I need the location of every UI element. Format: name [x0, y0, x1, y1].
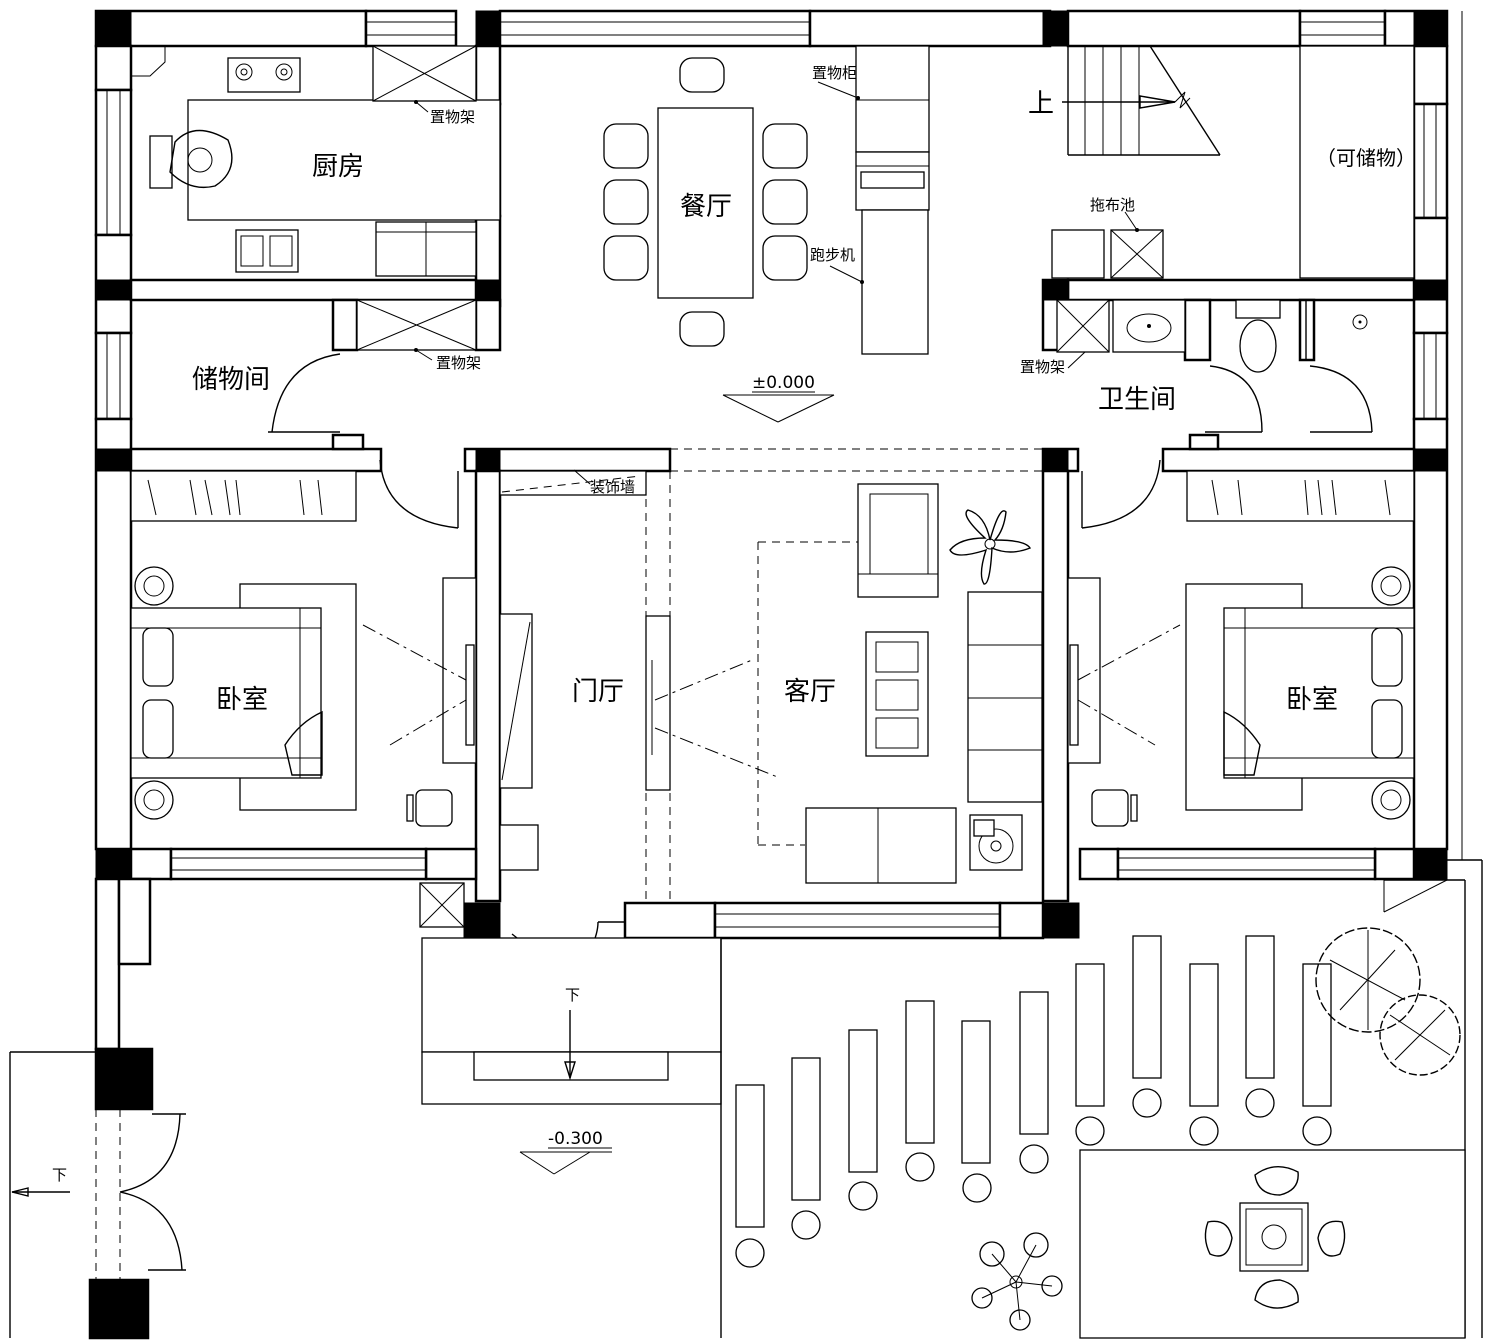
bedroom-right: 卧室 — [1067, 459, 1415, 827]
decor-wall-label: 装饰墙 — [590, 478, 635, 496]
foyer-label: 门厅 — [572, 677, 624, 707]
stair-up-label: 上 — [1028, 89, 1054, 119]
porch: 下 -0.300 下 — [9, 859, 1483, 1339]
bathroom-label: 卫生间 — [1098, 385, 1176, 415]
living-label: 客厅 — [784, 677, 836, 707]
storable-label: （可储物） — [1316, 146, 1416, 170]
stair-down-entry-label: 下 — [565, 986, 580, 1004]
bedroom-left: 卧室 — [130, 459, 477, 928]
garden-steps — [735, 927, 1461, 1331]
foyer: 装饰墙 门厅 — [499, 469, 781, 981]
storage-room-label: 储物间 — [192, 365, 270, 395]
treadmill-label: 跑步机 — [810, 246, 855, 264]
bathroom: 置物架 卫生间 — [1020, 299, 1373, 433]
kitchen-label: 厨房 — [312, 152, 364, 182]
kitchen-shelf-label: 置物架 — [430, 108, 475, 126]
dining-label: 餐厅 — [680, 192, 732, 222]
storage-room: 储物间 置物架 — [192, 299, 481, 433]
structural-columns — [89, 10, 1448, 1339]
mop-sink-label: 拖布池 — [1090, 196, 1135, 214]
storage-shelf-label: 置物架 — [436, 354, 481, 372]
exterior-walls — [94, 9, 1463, 860]
cabinet-label: 置物柜 — [812, 64, 857, 82]
stair-down-left-label: 下 — [52, 1166, 67, 1184]
living-room: 客厅 — [757, 483, 1043, 884]
bedroom-left-label: 卧室 — [216, 685, 268, 715]
bath-shelf-label: 置物架 — [1020, 358, 1065, 376]
stair-area: 上 （可储物） 拖布池 — [1028, 45, 1416, 279]
bedroom-right-label: 卧室 — [1286, 685, 1338, 715]
floor-level-label: ±0.000 — [752, 373, 815, 393]
porch-level-label: -0.300 — [548, 1129, 603, 1149]
dining: 餐厅 置物柜 跑步机 ±0.000 — [603, 45, 1043, 472]
kitchen: 厨房 置物架 — [131, 45, 501, 277]
